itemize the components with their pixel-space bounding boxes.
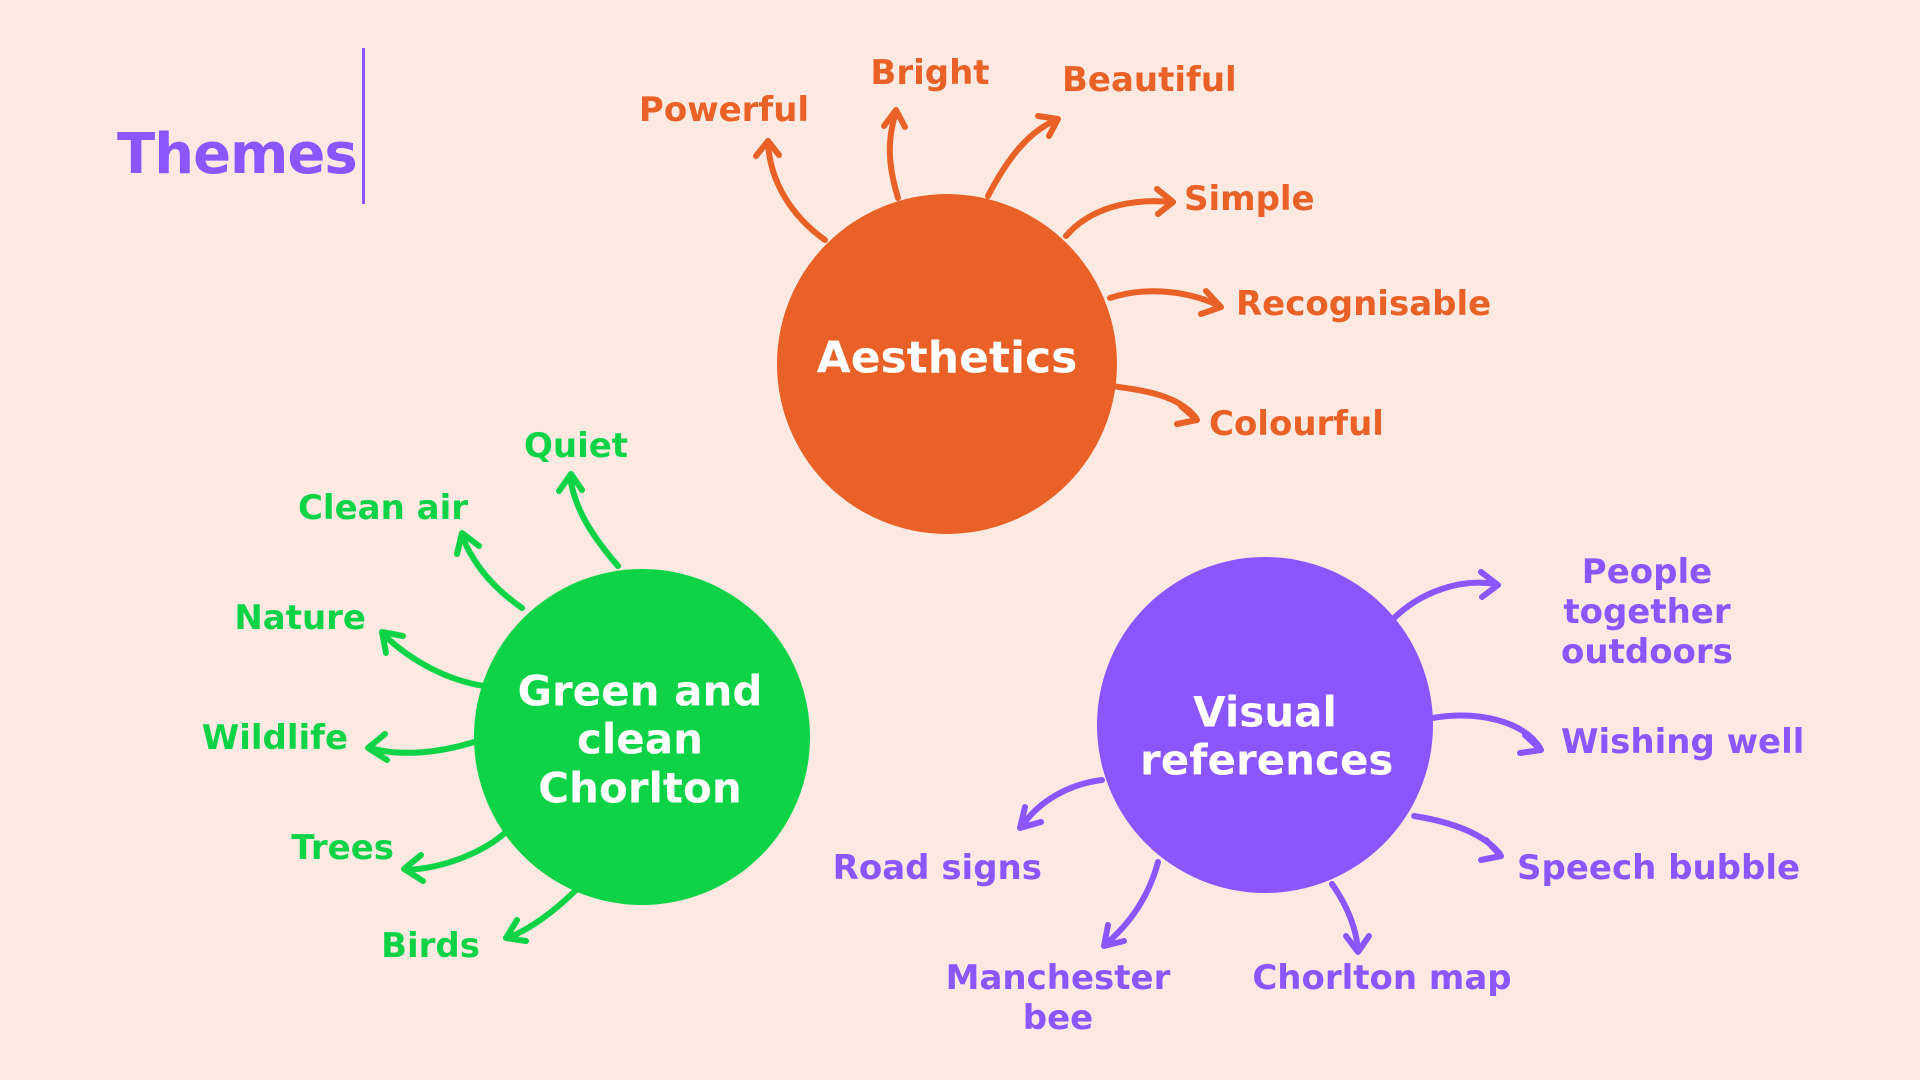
- leaf-recognisable: Recognisable: [1236, 284, 1492, 324]
- arrow-nature: [379, 629, 487, 689]
- leaf-beautiful: Beautiful: [1062, 60, 1237, 100]
- leaf-birds: Birds: [381, 926, 480, 966]
- green-hub-label: Green and clean Chorlton: [517, 666, 763, 813]
- leaf-people-together: People together outdoors: [1561, 552, 1733, 673]
- arrow-recognisable: [1107, 288, 1224, 317]
- green-hub-circle: [474, 569, 810, 905]
- leaf-simple: Simple: [1184, 179, 1315, 219]
- leaf-powerful: Powerful: [638, 90, 810, 130]
- arrow-people-together: [1389, 569, 1501, 623]
- aesthetics-hub-label: Aesthetics: [816, 332, 1078, 384]
- arrow-simple: [1063, 186, 1176, 239]
- arrow-manchester-bee: [1101, 859, 1161, 949]
- leaf-wishing-well: Wishing well: [1561, 722, 1805, 762]
- leaf-trees: Trees: [291, 828, 394, 868]
- leaf-nature: Nature: [234, 598, 366, 638]
- arrow-birds: [503, 885, 581, 944]
- leaf-speech-bubble: Speech bubble: [1517, 848, 1801, 888]
- visual-hub-label: Visual references: [1140, 687, 1394, 785]
- arrow-beautiful: [985, 113, 1061, 199]
- arrow-trees: [401, 829, 509, 884]
- leaf-colourful: Colourful: [1209, 404, 1384, 444]
- arrow-wishing-well: [1429, 712, 1544, 756]
- arrow-chorlton-map: [1329, 881, 1372, 955]
- leaf-bright: Bright: [870, 53, 990, 93]
- arrow-speech-bubble: [1411, 813, 1504, 863]
- visual-hub-circle: [1097, 557, 1433, 893]
- title-divider: [362, 48, 365, 204]
- page-title: Themes: [117, 122, 358, 187]
- arrow-bright: [881, 107, 908, 201]
- arrow-wildlife: [365, 731, 477, 763]
- arrow-road-signs: [1017, 777, 1105, 831]
- arrow-colourful: [1109, 383, 1200, 427]
- leaf-road-signs: Road signs: [832, 848, 1042, 888]
- aesthetics-hub-circle: [777, 194, 1117, 534]
- leaf-clean-air: Clean air: [297, 488, 468, 528]
- leaf-manchester-bee: Manchester bee: [945, 958, 1171, 1039]
- leaf-wildlife: Wildlife: [201, 718, 348, 758]
- leaf-chorlton-map: Chorlton map: [1252, 958, 1512, 998]
- arrow-clean-air: [454, 530, 525, 611]
- arrow-quiet: [556, 471, 621, 569]
- leaf-quiet: Quiet: [523, 426, 629, 466]
- arrow-powerful: [753, 138, 828, 243]
